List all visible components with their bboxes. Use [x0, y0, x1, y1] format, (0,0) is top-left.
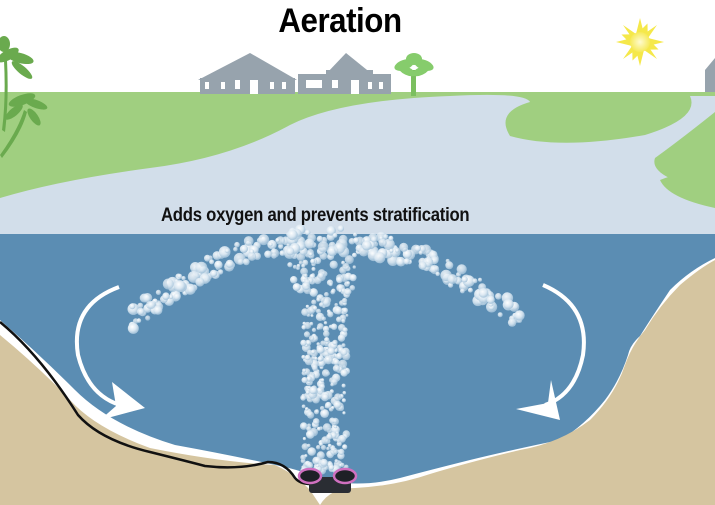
circulation-arrow-left: [74, 285, 145, 420]
sun-icon: [616, 18, 664, 66]
palm-trees-left: [0, 36, 48, 158]
river: [0, 94, 715, 240]
pond-bottom-right: [320, 260, 715, 505]
page-title: Aeration: [278, 2, 402, 40]
houses: [198, 53, 391, 94]
palm-tree-center: [394, 53, 434, 96]
bubble-plume: [127, 224, 525, 475]
circulation-arrow-right: [516, 283, 586, 420]
subtitle: Adds oxygen and prevents stratification: [161, 205, 470, 226]
diffuser: [297, 467, 358, 493]
pond-bottom-left: [0, 335, 320, 505]
air-hose: [0, 321, 311, 486]
house-right: [705, 58, 715, 92]
grass-right: [654, 112, 715, 192]
